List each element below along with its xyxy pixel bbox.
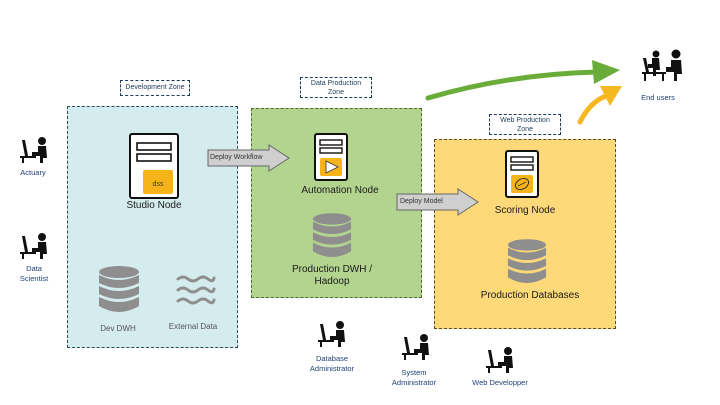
studio-server-icon: dss [129,133,179,199]
scoring-node-label: Scoring Node [494,205,556,216]
database-admin-person-icon [318,321,345,347]
web-production-zone-label: Web Production Zone [489,114,561,135]
data-scientist-person-icon [20,233,47,259]
deploy-model-label: Deploy Model [400,198,443,205]
development-zone-label: Development Zone [120,80,190,96]
automation-server-icon [314,133,348,181]
end-users-label: End users [641,93,675,102]
production-databases-label: Production Databases [480,290,580,301]
web-developer-label: Web Developper [472,378,528,387]
deploy-workflow-label: Deploy Workflow [210,154,263,161]
deploy-model-arrow [396,188,479,216]
database-admin-label: Database Administrator [309,354,355,373]
external-data-wave-icon [176,275,216,305]
dss-badge: dss [153,181,164,188]
yellow-arrow-to-end-users [577,86,622,125]
system-admin-label: System Administrator [391,368,437,387]
actuary-person-icon [20,137,47,163]
production-dwh-database-icon [312,213,352,257]
actuary-label: Actuary [20,168,46,177]
production-dwh-label: Production DWH / Hadoop [291,264,373,287]
data-production-zone-label: Data Production Zone [300,77,372,98]
deploy-workflow-arrow [207,144,290,172]
dev-dwh-label: Dev DWH [100,324,136,333]
scoring-server-icon [505,150,539,198]
automation-node-label: Automation Node [301,185,379,196]
web-developer-person-icon [486,347,513,373]
data-scientist-label: Data Scientist [19,264,49,283]
production-databases-icon [507,239,547,283]
system-admin-person-icon [402,334,429,360]
green-arrow-to-end-users [425,60,620,101]
dev-dwh-database-icon [99,266,139,312]
external-data-label: External Data [168,322,218,331]
studio-node-label: Studio Node [126,200,182,211]
end-users-group-icon [642,49,682,81]
